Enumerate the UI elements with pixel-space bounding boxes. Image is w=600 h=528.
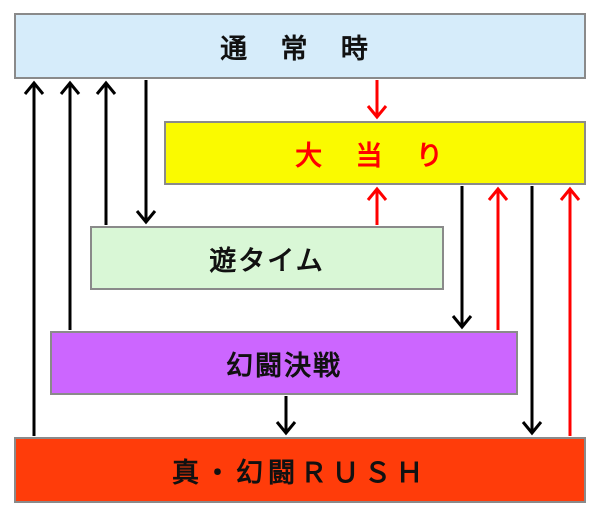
arrow-normal-to-jackpot — [366, 80, 388, 120]
state-normal: 通 常 時 — [14, 13, 586, 79]
arrow-genso-to-jackpot — [487, 186, 509, 330]
state-asobi-time: 遊タイム — [90, 226, 444, 290]
arrow-genso-to-normal — [59, 80, 81, 330]
arrow-genso-to-rush — [275, 396, 297, 436]
state-shin-genso-rush: 真・幻闘ＲＵＳＨ — [14, 437, 586, 503]
arrow-normal-to-asobi — [135, 80, 157, 225]
arrow-rush-to-jackpot — [559, 186, 581, 436]
state-genso-kessen: 幻闘決戦 — [50, 331, 518, 395]
arrow-rush-to-normal — [23, 80, 45, 436]
arrow-asobi-to-normal — [95, 80, 117, 225]
arrow-asobi-to-jackpot — [366, 186, 388, 225]
arrow-jackpot-to-genso — [451, 186, 473, 330]
state-jackpot: 大 当 り — [164, 121, 586, 185]
arrow-jackpot-to-rush — [521, 186, 543, 436]
